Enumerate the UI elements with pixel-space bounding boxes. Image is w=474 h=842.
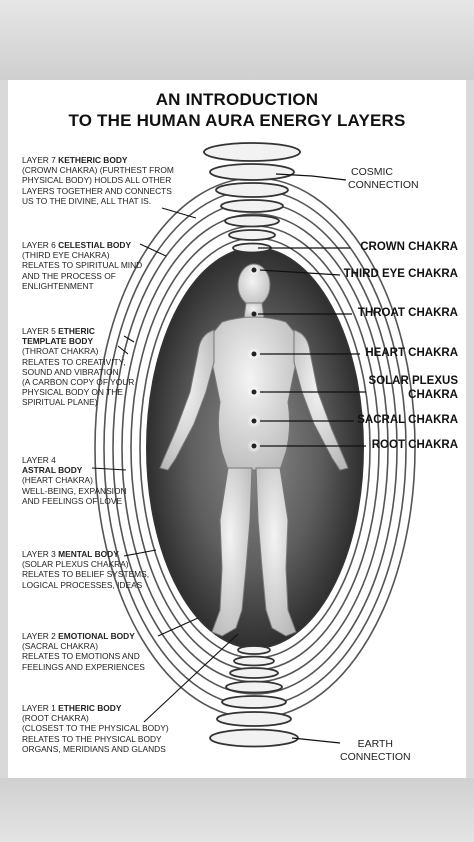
cosmic-connection-label: COSMIC CONNECTION [348, 166, 419, 191]
earth-leader-line [291, 737, 341, 744]
third-eye-chakra-label: THIRD EYE CHAKRA [343, 268, 458, 280]
layer-1-description: LAYER 1 ETHERIC BODY (ROOT CHAKRA) (CLOS… [22, 703, 169, 754]
root-chakra-label: ROOT CHAKRA [371, 439, 458, 451]
layer-4-description: LAYER 4 ASTRAL BODY (HEART CHAKRA) WELL-… [22, 455, 127, 506]
title-line-2: TO THE HUMAN AURA ENERGY LAYERS [68, 111, 406, 130]
throat-chakra-label: THROAT CHAKRA [357, 307, 458, 319]
layer-2-description: LAYER 2 EMOTIONAL BODY (SACRAL CHAKRA) R… [22, 631, 145, 672]
chakra-points [247, 264, 261, 453]
earth-connection-label: EARTH CONNECTION [340, 738, 411, 763]
layer-7-description: LAYER 7 KETHERIC BODY (CROWN CHAKRA) (FU… [22, 155, 174, 206]
heart-chakra-label: HEART CHAKRA [365, 347, 458, 359]
layer-5-description: LAYER 5 ETHERIC TEMPLATE BODY (THROAT CH… [22, 326, 135, 408]
crown-chakra-label: CROWN CHAKRA [360, 241, 458, 253]
solar-plexus-chakra-label: SOLAR PLEXUS CHAKRA [368, 375, 458, 401]
title-line-1: AN INTRODUCTION [155, 90, 319, 109]
layer-6-description: LAYER 6 CELESTIAL BODY (THIRD EYE CHAKRA… [22, 240, 143, 291]
cosmic-leader-line [275, 173, 347, 181]
bottom-blur-frame [0, 778, 474, 842]
earth-disc-stack [209, 645, 299, 748]
layer-3-description: LAYER 3 MENTAL BODY (SOLAR PLEXUS CHAKRA… [22, 549, 150, 590]
human-figure [159, 263, 349, 637]
cosmic-disc-stack [203, 142, 301, 254]
layer-leader-lines [91, 207, 239, 723]
sacral-chakra-label: SACRAL CHAKRA [357, 414, 458, 426]
top-blur-frame [0, 0, 474, 80]
chakra-leader-lines [258, 247, 366, 447]
